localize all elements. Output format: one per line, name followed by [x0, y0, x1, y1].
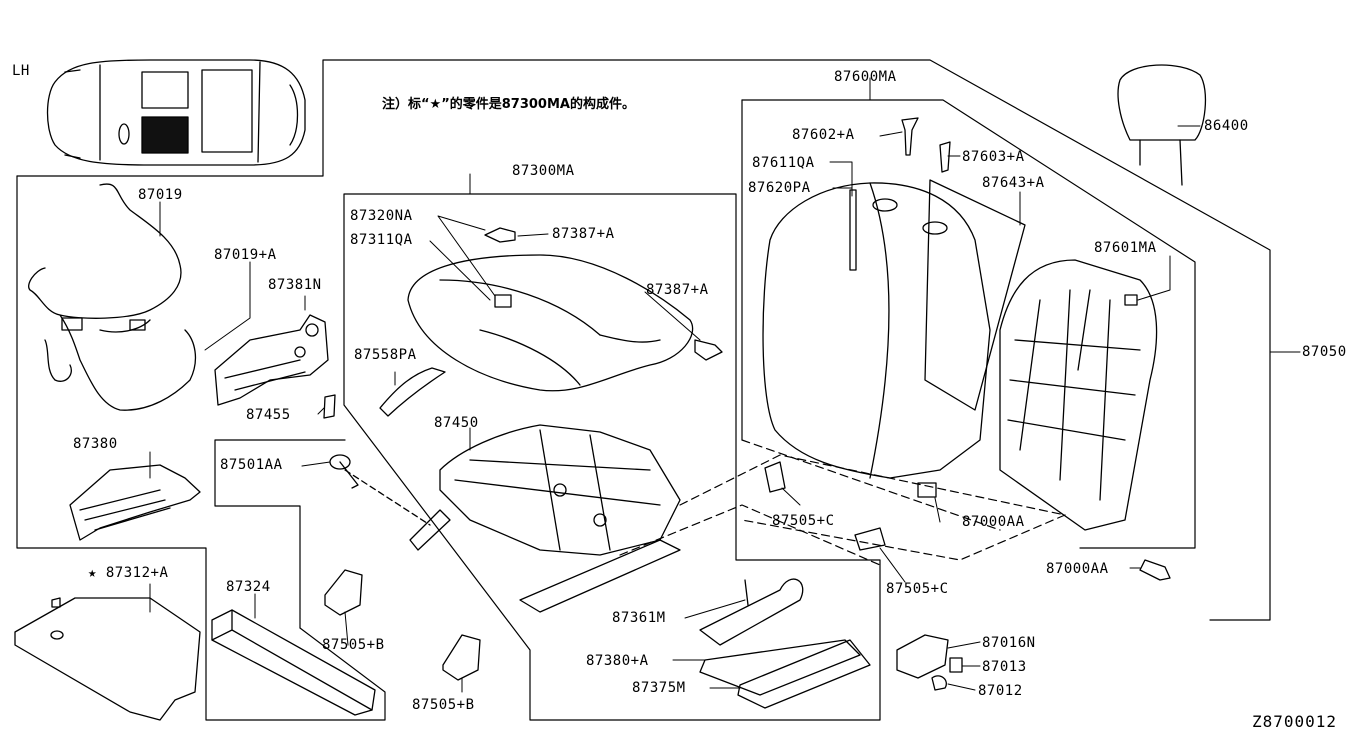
label-87012: 87012 [978, 683, 1023, 699]
label-87019: 87019 [138, 187, 183, 203]
label-87000aa-2: 87000AA [1046, 561, 1109, 577]
label-87501aa: 87501AA [220, 457, 283, 473]
back-cushion-icon [762, 179, 1026, 479]
label-87312-a: ★ 87312+A [88, 566, 168, 580]
label-86400: 86400 [1204, 118, 1249, 134]
label-87320na: 87320NA [350, 208, 413, 224]
label-87387-a-1: 87387+A [552, 226, 615, 242]
label-87558pa: 87558PA [354, 347, 417, 363]
car-locator-icon [46, 59, 306, 166]
label-87601ma: 87601MA [1094, 240, 1157, 256]
label-87505-c-2: 87505+C [886, 581, 949, 597]
side-cover-icon [69, 464, 201, 541]
label-87375m: 87375M [632, 680, 686, 696]
label-87380-a: 87380+A [586, 653, 649, 669]
label-87505-c-1: 87505+C [772, 513, 835, 529]
label-87380: 87380 [73, 436, 118, 452]
label-87050: 87050 [1302, 344, 1347, 360]
seat-cushion-icon [407, 254, 694, 392]
mat-icon [14, 597, 201, 721]
trim-strip-icon [379, 367, 446, 417]
diagram-code: Z8700012 [1252, 712, 1338, 731]
label-87455: 87455 [246, 407, 291, 423]
lower-parts-icon [699, 578, 871, 709]
bracket-icon [214, 314, 336, 419]
label-87505-b-2: 87505+B [412, 697, 475, 713]
label-87000aa-1: 87000AA [962, 514, 1025, 530]
label-87505-b-1: 87505+B [322, 637, 385, 653]
hook-icon [484, 227, 723, 361]
label-87312-a-text: 87312+A [105, 565, 169, 581]
back-frame-icon [999, 259, 1158, 531]
label-87387-a-2: 87387+A [646, 282, 709, 298]
label-87643-a: 87643+A [982, 175, 1045, 191]
label-87324: 87324 [226, 579, 271, 595]
label-87602-a: 87602+A [792, 127, 855, 143]
label-87311qa: 87311QA [350, 232, 413, 248]
label-87611qa: 87611QA [752, 155, 815, 171]
leader-lines [149, 77, 1301, 693]
label-87600ma: 87600MA [834, 69, 897, 85]
seat-frame-icon [409, 424, 681, 613]
bolt-icon [329, 454, 431, 526]
fastener-icon [764, 117, 1171, 581]
frame-lines [16, 59, 1271, 721]
label-87013: 87013 [982, 659, 1027, 675]
label-87620pa: 87620PA [748, 180, 811, 196]
headrest-icon [1117, 64, 1207, 186]
assembly-note: 注）标“★”的零件是87300MA的构成件。 [382, 97, 635, 112]
star-icon: ★ [88, 565, 97, 581]
harness-icon [28, 183, 197, 411]
label-87450: 87450 [434, 415, 479, 431]
side-label: LH [12, 63, 30, 79]
label-87361m: 87361M [612, 610, 666, 626]
label-87603-a: 87603+A [962, 149, 1025, 165]
label-87300ma: 87300MA [512, 163, 575, 179]
rail-cover-icon [211, 609, 376, 716]
connector-icon [896, 634, 963, 691]
label-87381n: 87381N [268, 277, 322, 293]
clip-icon [324, 569, 481, 681]
label-87019-a: 87019+A [214, 247, 277, 263]
label-87016n: 87016N [982, 635, 1036, 651]
